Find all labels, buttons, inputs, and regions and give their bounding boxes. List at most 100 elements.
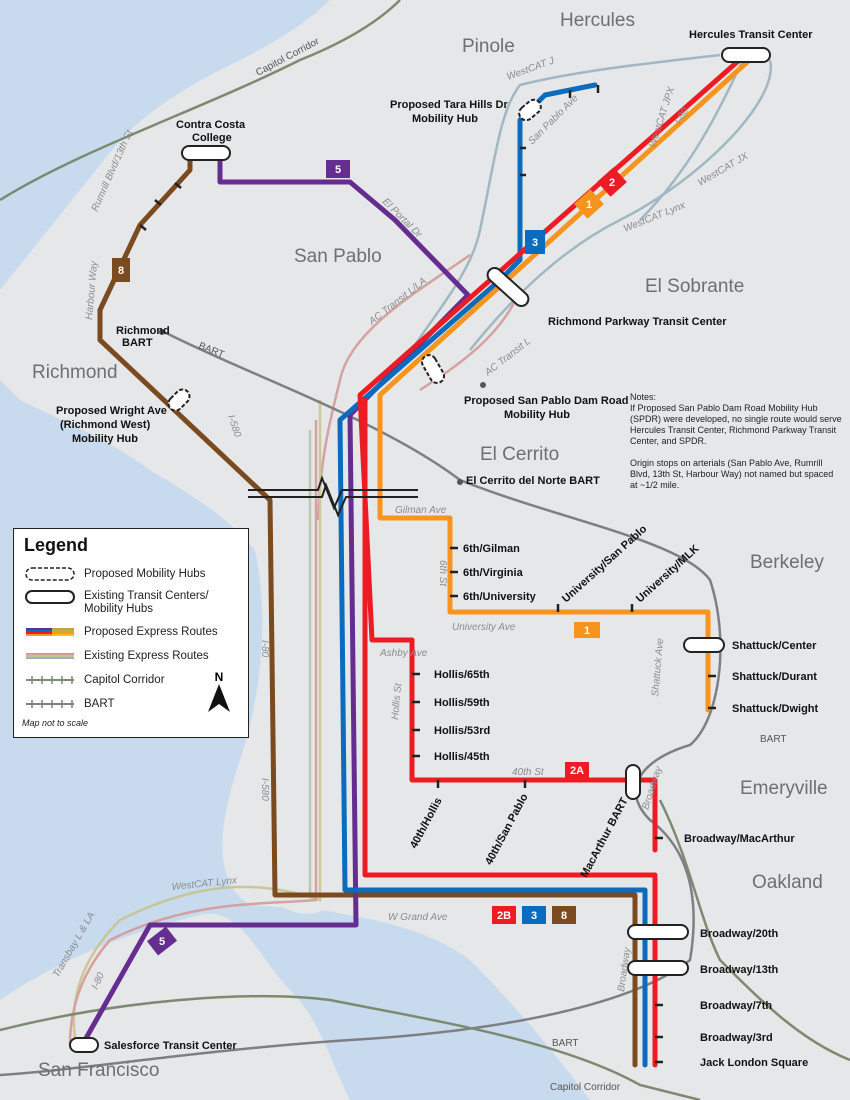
route-1-line — [377, 52, 758, 713]
label-shattuck-durant: Shattuck/Durant — [732, 671, 817, 683]
tara-hills-hub[interactable] — [516, 97, 543, 123]
label-tara-hills-2: Mobility Hub — [412, 113, 478, 125]
svg-text:5: 5 — [335, 164, 341, 176]
svg-text:Center, and SPDR.: Center, and SPDR. — [630, 436, 707, 446]
city-berkeley: Berkeley — [750, 552, 824, 573]
legend-label-existing-hubs-1: Existing Transit Centers/ — [84, 590, 209, 602]
shattuck-center-hub[interactable] — [683, 637, 725, 653]
label-salesforce: Salesforce Transit Center — [104, 1040, 237, 1052]
label-broadway-13th: Broadway/13th — [700, 964, 779, 976]
route-2b-badge: 2B — [492, 906, 516, 924]
existing-routes-symbol — [26, 653, 74, 659]
label-jack-london: Jack London Square — [700, 1057, 808, 1069]
svg-text:1: 1 — [586, 199, 592, 211]
label-hollis-65: Hollis/65th — [434, 669, 490, 681]
map-break-symbol — [248, 475, 418, 518]
existing-hub-symbol — [25, 590, 75, 604]
label-6th-virginia: 6th/Virginia — [463, 567, 524, 579]
route-5-line — [82, 152, 471, 1043]
land-san-francisco — [0, 913, 350, 1100]
contra-costa-college-hub[interactable] — [181, 145, 231, 161]
label-6th-st: 6th St — [437, 560, 448, 587]
legend-capitol-corridor: Capitol Corridor — [22, 668, 240, 692]
legend-footnote: Map not to scale — [22, 718, 89, 728]
richmond-parkway-hub[interactable] — [485, 265, 532, 309]
bart-symbol — [26, 700, 74, 708]
label-w-grand: W Grand Ave — [388, 912, 448, 923]
label-bart-sf: BART — [552, 1038, 579, 1049]
legend-box: Legend Proposed Mobility Hubs Existing T… — [13, 528, 249, 738]
label-contra-costa-2: College — [192, 132, 232, 144]
route-3-badge-oakland: 3 — [522, 906, 546, 924]
label-shattuck-ave: Shattuck Ave — [650, 637, 666, 697]
broadway-13th-hub[interactable] — [627, 960, 689, 976]
transbay-l-la-route — [68, 420, 318, 1046]
city-hercules: Hercules — [560, 10, 635, 31]
svg-text:2B: 2B — [497, 910, 511, 922]
san-pablo-dam-hub[interactable] — [419, 353, 446, 386]
label-40th-st: 40th St — [512, 767, 545, 778]
legend-existing-hubs: Existing Transit Centers/Mobility Hubs — [22, 586, 240, 620]
route-5-badge: 5 — [326, 160, 350, 178]
svg-text:Notes:: Notes: — [630, 392, 656, 402]
city-emeryville: Emeryville — [740, 778, 828, 799]
spdr-dot — [480, 382, 486, 388]
existing-express-routes — [68, 53, 773, 1046]
svg-text:1: 1 — [584, 625, 590, 637]
label-richmond-parkway: Richmond Parkway Transit Center — [548, 316, 727, 328]
svg-text:3: 3 — [531, 910, 537, 922]
label-6th-university: 6th/University — [463, 591, 537, 603]
broadway-20th-hub[interactable] — [627, 924, 689, 940]
capitol-corridor-symbol — [26, 676, 74, 684]
wright-ave-hub[interactable] — [166, 387, 193, 414]
richmond-bart-dot — [159, 329, 165, 335]
proposed-hub-symbol — [25, 567, 75, 581]
label-6th-gilman: 6th/Gilman — [463, 543, 520, 555]
legend-title: Legend — [24, 535, 89, 555]
city-el-sobrante: El Sobrante — [645, 276, 744, 297]
legend-label-existing-routes: Existing Express Routes — [84, 650, 209, 662]
label-gilman: Gilman Ave — [395, 505, 447, 516]
legend-label-proposed-hubs: Proposed Mobility Hubs — [84, 568, 206, 580]
svg-text:Origin stops on arterials (San: Origin stops on arterials (San Pablo Ave… — [630, 458, 822, 468]
svg-text:(SPDR) were developed, no sing: (SPDR) were developed, no single route w… — [630, 414, 842, 424]
map-notes: Notes: If Proposed San Pablo Dam Road Mo… — [630, 392, 842, 490]
route-8-badge-oakland: 8 — [552, 906, 576, 924]
svg-text:at ~1/2 mile.: at ~1/2 mile. — [630, 480, 679, 490]
label-ashby: Ashby Ave — [379, 648, 428, 659]
legend-existing-routes: Existing Express Routes — [22, 644, 240, 668]
label-shattuck-center: Shattuck/Center — [732, 640, 817, 652]
label-el-cerrito-bart: El Cerrito del Norte BART — [466, 475, 600, 487]
salesforce-hub[interactable] — [69, 1037, 99, 1053]
svg-text:Blvd, 13th St, Harbour Way) no: Blvd, 13th St, Harbour Way) not named bu… — [630, 469, 833, 479]
svg-text:2A: 2A — [570, 765, 584, 777]
label-hollis-st: Hollis St — [390, 682, 404, 721]
label-hercules-tc: Hercules Transit Center — [689, 29, 813, 41]
label-tara-hills-1: Proposed Tara Hills Dr — [390, 99, 508, 111]
macarthur-bart-hub[interactable] — [625, 764, 641, 800]
legend-label-bart: BART — [84, 698, 115, 710]
label-bart-oakland: BART — [760, 734, 787, 745]
north-arrow: N — [208, 670, 230, 715]
route-8-badge: 8 — [112, 258, 130, 282]
label-wright-1: Proposed Wright Ave — [56, 405, 167, 417]
proposed-routes-symbol — [26, 628, 74, 636]
legend-proposed-routes: Proposed Express Routes — [22, 620, 240, 644]
label-hollis-45: Hollis/45th — [434, 751, 490, 763]
city-san-pablo: San Pablo — [294, 246, 382, 267]
legend-label-capitol-corridor: Capitol Corridor — [84, 674, 165, 686]
svg-text:8: 8 — [561, 910, 567, 922]
legend-proposed-hubs: Proposed Mobility Hubs — [22, 562, 240, 586]
label-broadway-7th: Broadway/7th — [700, 1000, 772, 1012]
label-broadway-macarthur: Broadway/MacArthur — [684, 833, 795, 845]
svg-text:3: 3 — [532, 237, 538, 249]
hercules-transit-center-hub[interactable] — [721, 47, 771, 63]
westcat-j-route — [398, 53, 721, 371]
westcat-jx-route — [469, 59, 773, 351]
north-label: N — [214, 670, 224, 684]
route-3-badge: 3 — [525, 230, 545, 254]
svg-text:8: 8 — [118, 265, 124, 277]
route-5-badge-sf: 5 — [147, 926, 177, 956]
